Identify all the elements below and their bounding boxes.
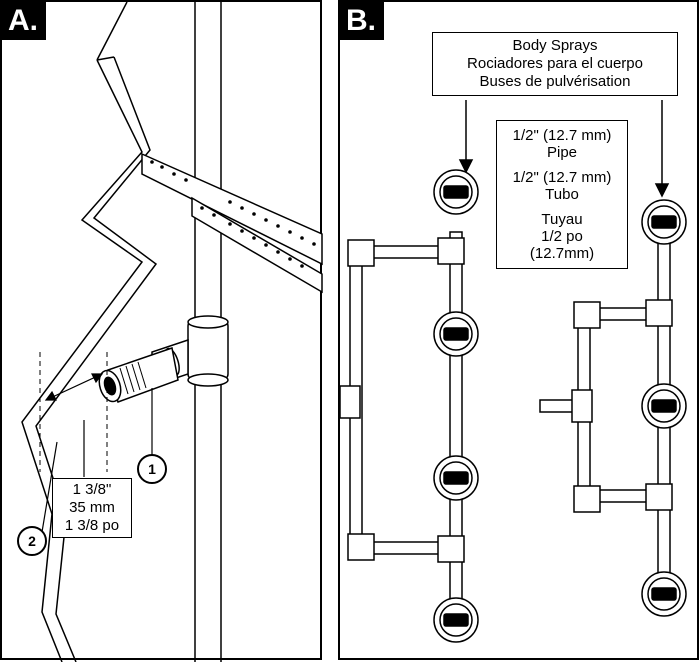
body-sprays-title: Body Sprays Rociadores para el cuerpo Bu…: [432, 32, 678, 96]
pipe-en-2: Pipe: [546, 144, 578, 161]
panel-b: B.: [338, 0, 699, 660]
pipe-es-2: Tubo: [545, 186, 579, 203]
measure-imperial: 1 3/8": [72, 481, 112, 498]
title-en: Body Sprays: [512, 37, 598, 54]
panel-a-drawing: [21, 2, 323, 662]
callout-1: 1: [137, 454, 167, 484]
measurement-label: 1 3/8" 35 mm 1 3/8 po: [52, 478, 132, 538]
measure-french: 1 3/8 po: [64, 517, 120, 534]
panel-a-tag: A.: [2, 2, 46, 40]
pipe-fr-1: Tuyau: [541, 211, 583, 228]
pipe-spec-label: 1/2" (12.7 mm) Pipe 1/2" (12.7 mm) Tubo …: [496, 120, 628, 269]
title-fr: Buses de pulvérisation: [479, 73, 631, 90]
pipe-es-1: 1/2" (12.7 mm): [512, 169, 612, 186]
pipe-fr-2: 1/2 po: [541, 228, 583, 245]
measure-metric: 35 mm: [69, 499, 115, 516]
panel-a: A.: [0, 0, 323, 662]
callout-2: 2: [17, 526, 47, 556]
pipe-en-1: 1/2" (12.7 mm): [512, 127, 612, 144]
title-es: Rociadores para el cuerpo: [467, 55, 643, 72]
panel-b-drawing: [340, 100, 687, 643]
pipe-fr-3: (12.7mm): [529, 245, 595, 262]
panel-b-tag: B.: [340, 2, 384, 40]
